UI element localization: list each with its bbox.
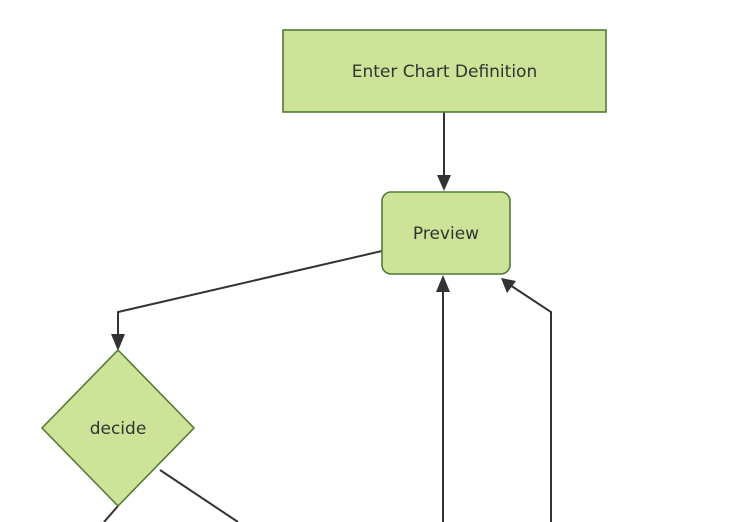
edge-preview-to-decide xyxy=(111,250,383,351)
arrowhead-icon xyxy=(501,278,516,293)
edge-into-preview-center xyxy=(436,275,450,522)
node-decide[interactable]: decide xyxy=(40,348,196,508)
edge-decide-out-right xyxy=(159,469,239,522)
edge-decide-out-left xyxy=(103,505,119,522)
edge-line xyxy=(159,469,239,522)
node-label-decide: decide xyxy=(90,419,147,439)
node-preview[interactable]: Preview xyxy=(381,191,511,275)
edge-line xyxy=(103,505,119,522)
node-enter-chart-definition[interactable]: Enter Chart Definition xyxy=(282,29,607,113)
edge-into-preview-right xyxy=(501,278,552,522)
node-shape-rectangle[interactable] xyxy=(282,29,607,113)
edge-line xyxy=(117,250,383,341)
node-label-enter-chart-definition: Enter Chart Definition xyxy=(352,62,537,82)
node-shape-rounded-rectangle[interactable] xyxy=(381,191,511,275)
arrowhead-icon xyxy=(437,175,451,191)
arrowhead-icon xyxy=(436,275,450,292)
edge-enter-to-preview xyxy=(437,112,451,191)
edge-line xyxy=(509,284,552,522)
arrowhead-icon xyxy=(111,334,125,351)
node-label-preview: Preview xyxy=(413,224,479,244)
node-shape-diamond[interactable] xyxy=(40,348,196,508)
